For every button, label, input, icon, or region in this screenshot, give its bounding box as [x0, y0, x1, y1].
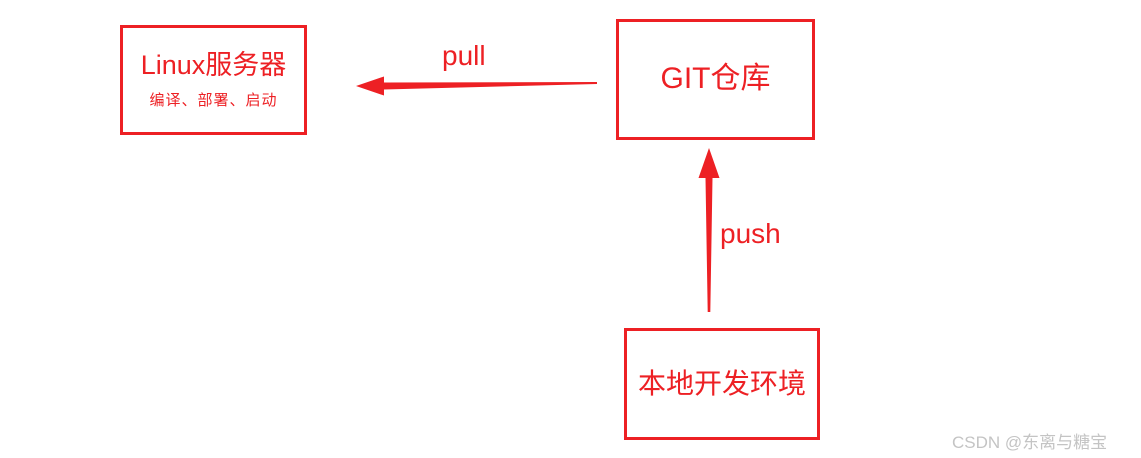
push-edge-label: push [720, 218, 781, 249]
node-git-repo-title: GIT仓库 [660, 62, 771, 96]
node-linux-server-title: Linux服务器 [140, 49, 287, 80]
node-linux-server-subtitle: 编译、部署、启动 [149, 92, 278, 110]
node-linux-server: Linux服务器 编译、部署、启动 [120, 25, 307, 135]
push-arrow-icon [698, 148, 720, 312]
pull-arrow-icon [356, 76, 597, 96]
pull-edge-label: pull [442, 40, 486, 71]
node-local-dev-env: 本地开发环境 [624, 328, 820, 440]
csdn-watermark: CSDN @东离与糖宝 [952, 433, 1108, 452]
node-local-dev-env-title: 本地开发环境 [637, 367, 806, 399]
node-git-repo: GIT仓库 [616, 19, 815, 140]
